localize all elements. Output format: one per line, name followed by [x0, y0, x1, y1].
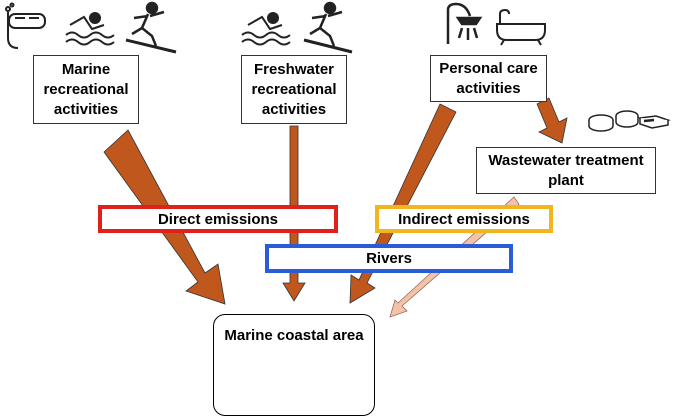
personal-care-label-line2: activities: [456, 79, 521, 97]
wwtp-label-line1: Wastewater treatment: [488, 151, 644, 169]
arrow-personalcare-to-wwtp: [536, 97, 568, 144]
cosmetic-jars-icon: [588, 110, 671, 132]
shower-icon: [446, 2, 483, 44]
personal-care-label-line1: Personal care: [439, 59, 538, 77]
freshwater-label-line3: activities: [261, 100, 327, 118]
swimmer-icon: [65, 12, 115, 46]
wastewater-treatment-plant-box: Wastewater treatment plant: [476, 147, 656, 194]
marine-label-line2: recreational: [43, 80, 129, 98]
surfer-icon: [303, 1, 353, 54]
freshwater-label-line2: recreational: [251, 80, 337, 98]
freshwater-label-line1: Freshwater: [253, 60, 335, 78]
rivers-label: Rivers: [265, 244, 513, 273]
direct-emissions-label: Direct emissions: [98, 205, 338, 233]
marine-label-line1: Marine: [61, 60, 111, 78]
marine-recreational-box: Marine recreational activities: [33, 55, 139, 124]
freshwater-recreational-box: Freshwater recreational activities: [241, 55, 347, 124]
marine-label-line3: activities: [53, 100, 119, 118]
marine-coastal-area-title: Marine coastal area: [224, 327, 364, 344]
indirect-emissions-label: Indirect emissions: [375, 205, 553, 233]
personal-care-box: Personal care activities: [430, 55, 547, 102]
wwtp-label-line2: plant: [548, 171, 584, 189]
surfer-icon: [125, 1, 177, 54]
bathtub-icon: [496, 8, 546, 46]
swimmer-icon: [241, 12, 291, 46]
snorkel-mask-icon: [5, 2, 46, 49]
marine-coastal-area-box: Marine coastal area: [213, 314, 375, 416]
